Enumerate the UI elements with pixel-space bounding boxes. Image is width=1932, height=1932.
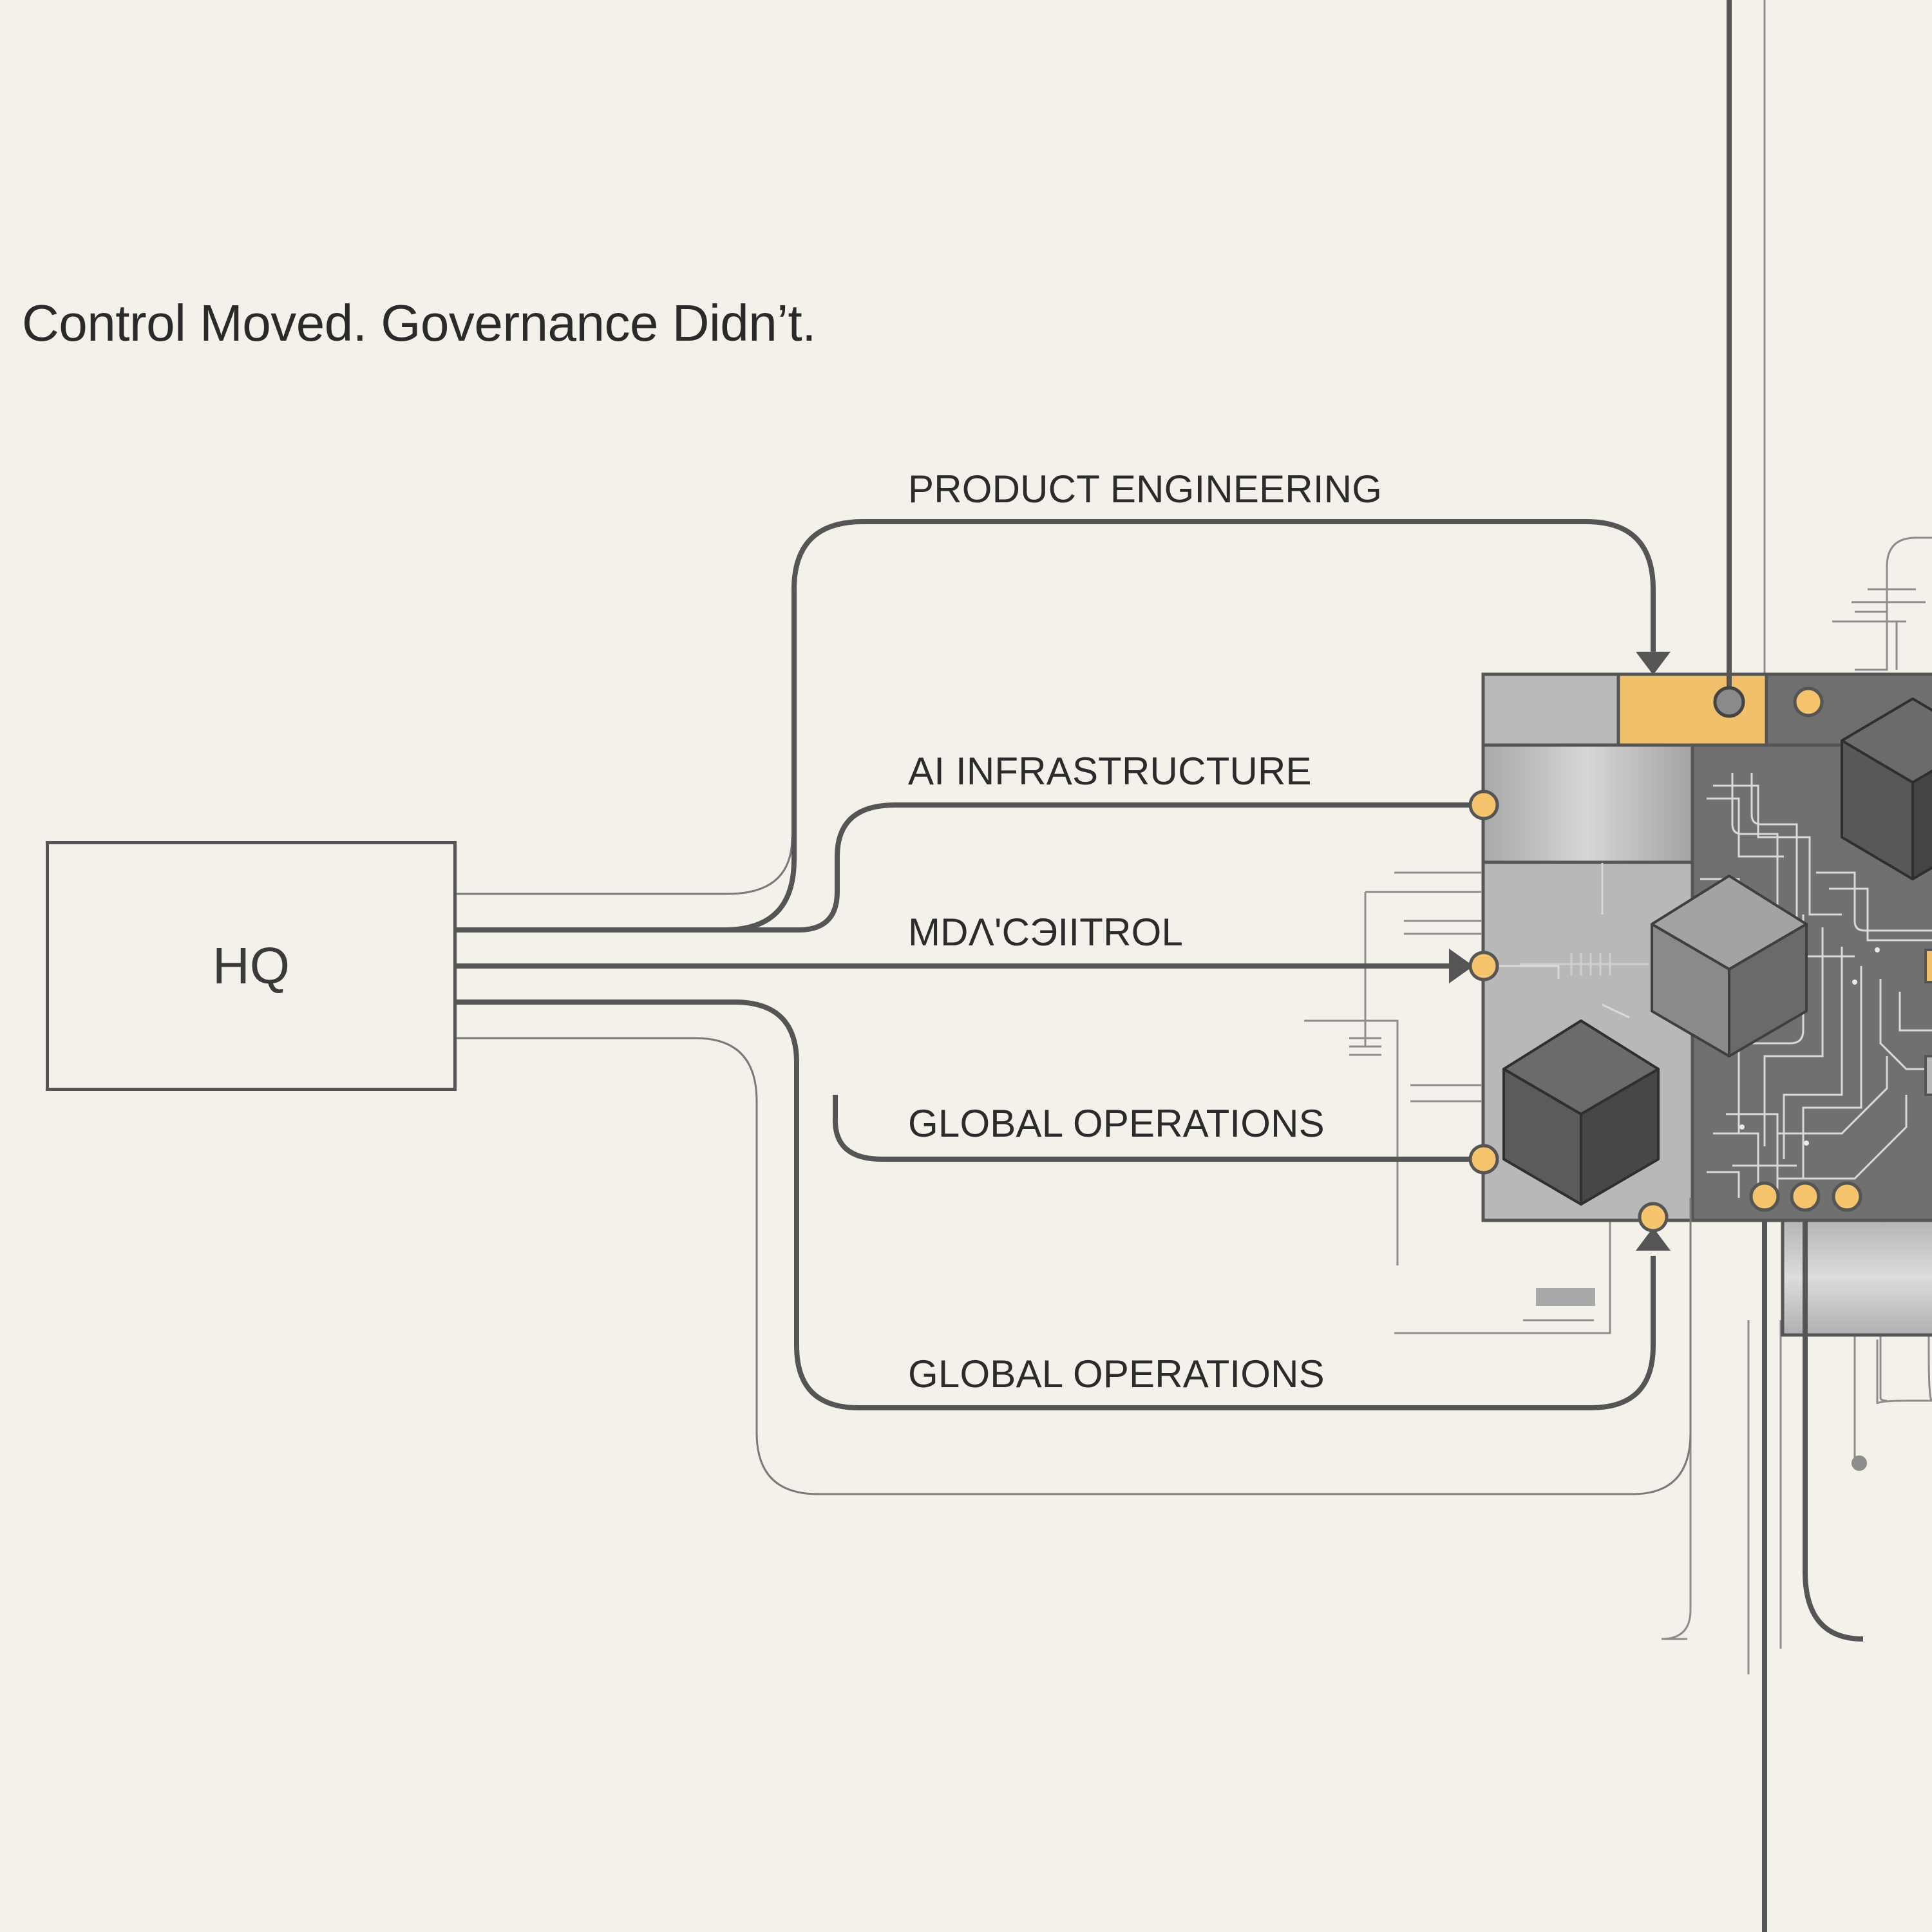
hq-label: HQ (213, 937, 290, 994)
route-label-ai-infrastructure: AI INFRASTRUCTURE (908, 750, 1312, 793)
diagram-title: Control Moved. Governance Didn’t. (22, 294, 817, 352)
cube-icon (1841, 697, 1932, 880)
circuit-trace-icon (1481, 773, 1932, 1198)
route-lower-right (1803, 1220, 1864, 1642)
cube-icon (1651, 875, 1808, 1057)
route-global-operations-upper (833, 1095, 1478, 1162)
route-label-control: MDΛ'CЭIITROL (908, 911, 1184, 954)
connector-node-icon (1713, 686, 1745, 718)
route-global-operations-lower (457, 999, 1656, 1410)
trace-dot-icon (1739, 947, 1880, 1146)
thin-connector (457, 837, 1692, 1495)
edge-tab (1924, 949, 1932, 983)
edge-tab (1924, 1055, 1932, 1096)
route-label-product-engineering: PRODUCT ENGINEERING (908, 468, 1383, 511)
cube-icon (1502, 1019, 1660, 1206)
background-block (1536, 1288, 1595, 1306)
terminal-dot-icon (1852, 1455, 1867, 1471)
connector-node-icon (1468, 687, 1862, 1233)
hq-box: HQ (46, 841, 457, 1091)
route-product-engineering (457, 519, 1656, 933)
metal-panel (1481, 743, 1694, 864)
background-text-marks (1349, 588, 1926, 1056)
resistor-icon (1520, 953, 1649, 976)
route-lines (457, 0, 1864, 1932)
arrow-head-icon (1449, 652, 1671, 1251)
route-label-global-operations-upper: GLOBAL OPERATIONS (908, 1102, 1325, 1145)
accent-block (1616, 672, 1768, 747)
route-label-global-operations-lower: GLOBAL OPERATIONS (908, 1352, 1325, 1396)
route-ai-infrastructure (457, 802, 1478, 933)
